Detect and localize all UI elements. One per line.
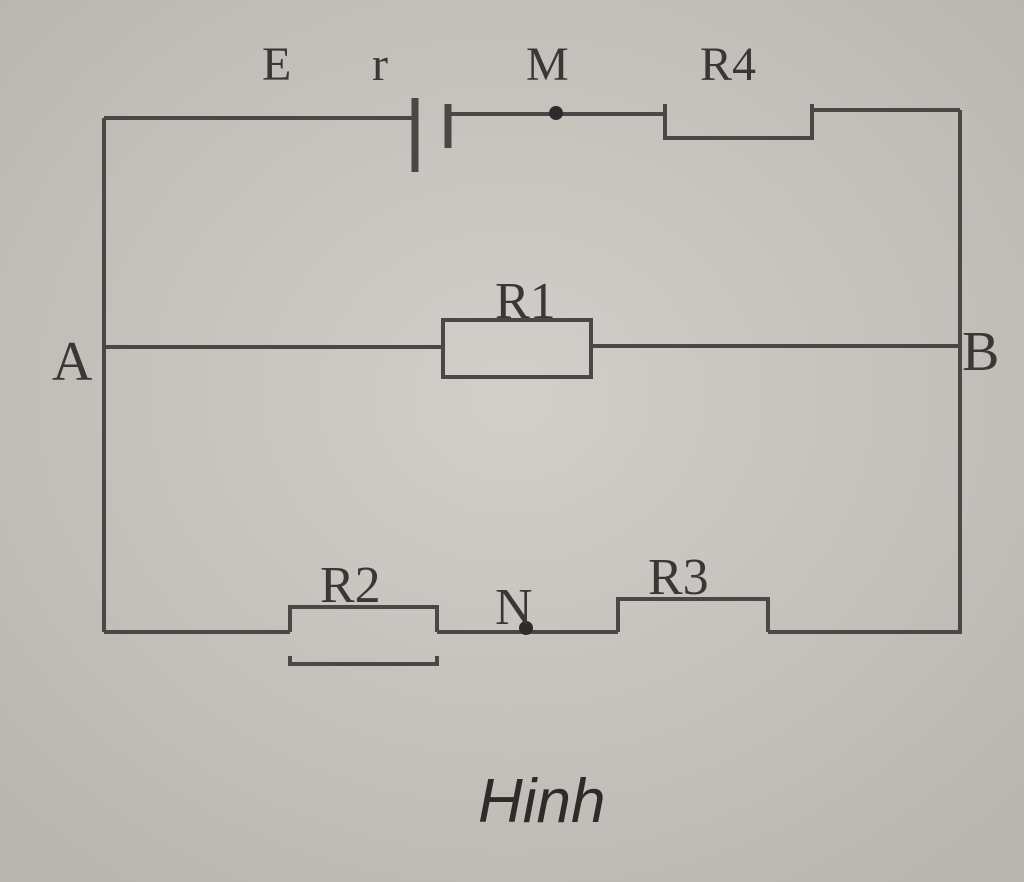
- label-b: B: [962, 321, 999, 383]
- label-r: r: [372, 38, 388, 91]
- label-e: E: [262, 38, 291, 91]
- middle-wire: [104, 344, 960, 349]
- resistor-r2: [288, 605, 439, 632]
- resistor-r3: [616, 597, 770, 632]
- label-n: N: [495, 579, 533, 636]
- label-r2: R2: [320, 557, 381, 614]
- resistor-r1: [441, 318, 593, 379]
- resistor-r4: [663, 104, 814, 140]
- resistor-r2-lower-edge: [288, 656, 439, 666]
- label-r1: R1: [495, 273, 556, 330]
- label-m: M: [526, 38, 569, 91]
- label-r3: R3: [648, 549, 709, 606]
- label-a: A: [52, 331, 93, 393]
- node-n-dot: [519, 621, 533, 635]
- label-r4: R4: [700, 38, 756, 91]
- node-m-dot: [549, 106, 563, 120]
- figure-caption: Hinh: [478, 767, 606, 836]
